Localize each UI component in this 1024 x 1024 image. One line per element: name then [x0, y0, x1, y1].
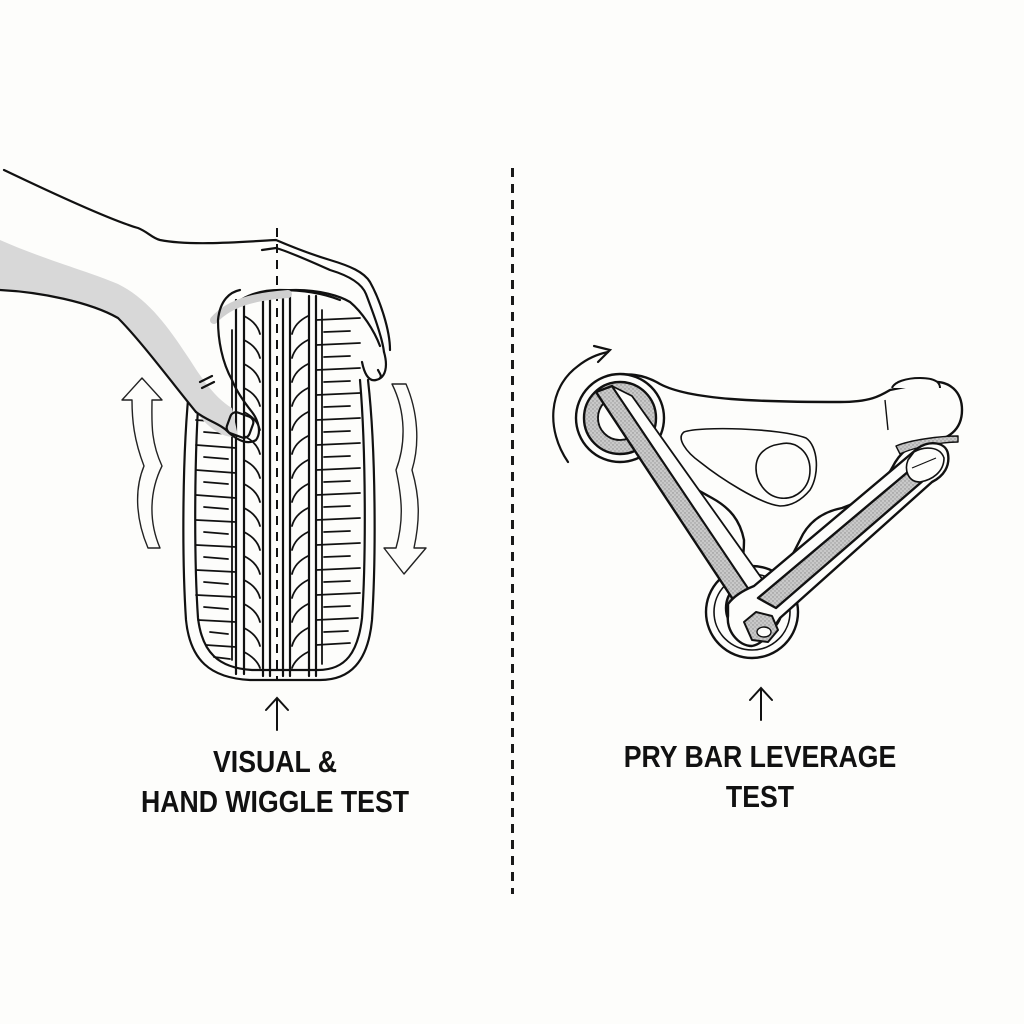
caption-right-line1: PRY BAR LEVERAGE: [623, 739, 897, 774]
wavy-down-arrow-icon: [383, 383, 427, 575]
bolt-head-icon: [743, 611, 779, 643]
tire-tread-icon: [182, 288, 376, 682]
caption-left-line1: VISUAL &: [213, 744, 337, 779]
caption-left-line2: HAND WIGGLE TEST: [140, 784, 410, 819]
caption-hand-wiggle-test: VISUAL & HAND WIGGLE TEST: [73, 742, 477, 822]
caption-pry-bar-test: PRY BAR LEVERAGE TEST: [562, 737, 958, 817]
pointer-up-arrow-icon-right: [749, 686, 773, 721]
second-pry-bar-icon: [726, 442, 950, 648]
wavy-up-arrow-icon: [121, 377, 163, 549]
pointer-up-arrow-icon: [265, 696, 289, 731]
caption-right-line2: TEST: [725, 779, 795, 814]
hand-icon: [0, 168, 392, 444]
rotation-arrow-icon: [552, 344, 613, 464]
panel-divider: [511, 168, 514, 894]
